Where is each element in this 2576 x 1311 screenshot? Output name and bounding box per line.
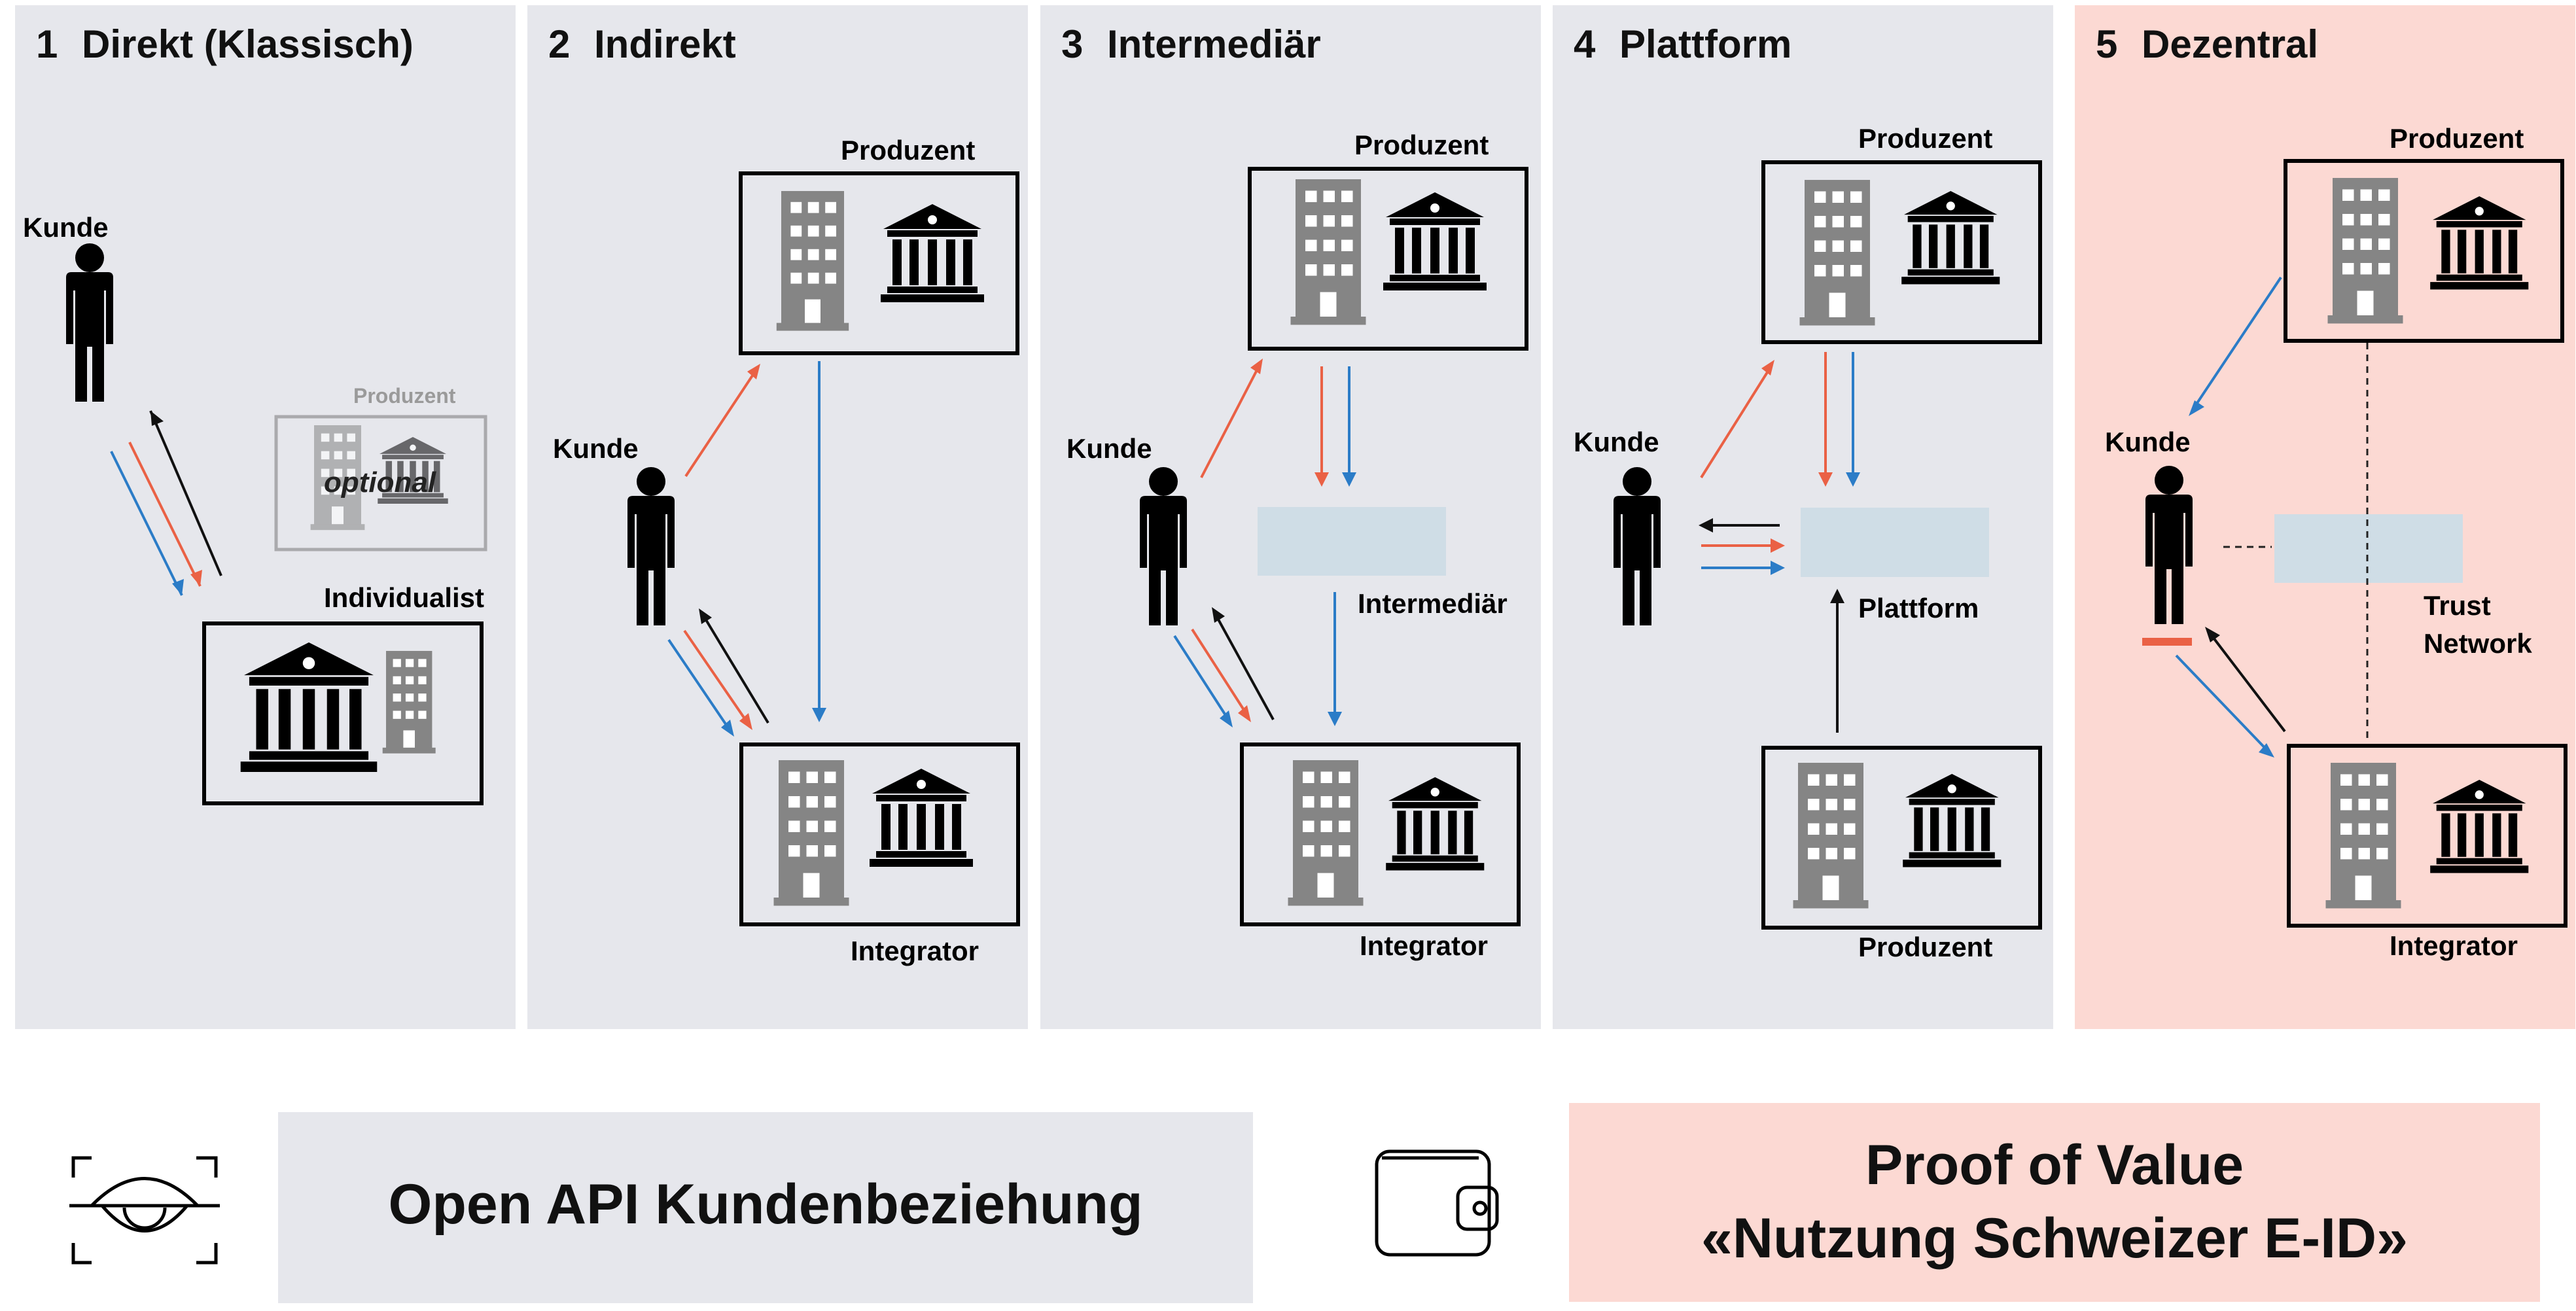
eye-scan-icon bbox=[69, 1156, 220, 1265]
panel-dezentral: 5 Dezentral Produzent Kunde Trust Networ… bbox=[2075, 5, 2575, 1029]
wallet-icon bbox=[1375, 1149, 1499, 1257]
panel-direkt: 1 Direkt (Klassisch) Kunde Produzent opt… bbox=[15, 5, 516, 1029]
integrator-label: Integrator bbox=[2390, 930, 2518, 961]
arrows-decentral bbox=[2175, 276, 2286, 758]
produzent-label-top: Produzent bbox=[1858, 123, 1992, 154]
arrows-indirect bbox=[667, 361, 826, 737]
panel-number: 5 bbox=[2096, 22, 2117, 66]
open-api-label: Open API Kundenbeziehung bbox=[388, 1173, 1142, 1236]
produzent-label: Produzent bbox=[841, 135, 975, 166]
kunde-label: Kunde bbox=[2105, 427, 2191, 457]
optional-produzent-box bbox=[274, 415, 487, 551]
panel-title: Dezentral bbox=[2142, 22, 2318, 66]
produzent-label: Produzent bbox=[353, 384, 456, 408]
panel-title: Plattform bbox=[1619, 22, 1791, 66]
produzent-label-bottom: Produzent bbox=[1858, 932, 1992, 962]
produzent-box-bottom bbox=[1761, 746, 2042, 930]
individualist-box bbox=[202, 621, 484, 805]
arrows-direct bbox=[110, 410, 222, 596]
produzent-label: Produzent bbox=[1354, 130, 1489, 160]
produzent-box bbox=[739, 171, 1019, 355]
office-building-icon bbox=[382, 651, 436, 754]
arrows-intermediary bbox=[1173, 358, 1356, 727]
produzent-box-top bbox=[1761, 160, 2042, 344]
office-building-icon bbox=[1799, 180, 1875, 326]
integrator-box bbox=[739, 743, 1020, 926]
panel-title: Indirekt bbox=[594, 22, 736, 66]
dashed-connectors bbox=[2223, 343, 2369, 743]
produzent-label: Produzent bbox=[2390, 123, 2524, 154]
panel-number: 1 bbox=[36, 22, 58, 66]
panel-number: 3 bbox=[1061, 22, 1083, 66]
e-id-marker bbox=[2142, 638, 2192, 646]
network-label: Network bbox=[2424, 628, 2532, 659]
proof-of-value-subtitle: «Nutzung Schweizer E-ID» bbox=[1701, 1207, 2408, 1270]
optional-label: optional bbox=[324, 466, 436, 498]
panel-plattform: 4 Plattform Produzent Kunde Plattform Pr… bbox=[1553, 5, 2053, 1029]
proof-of-value-section: Proof of Value «Nutzung Schweizer E-ID» bbox=[1375, 1103, 2540, 1302]
office-building-icon bbox=[1288, 760, 1364, 906]
kunde-label: Kunde bbox=[1574, 427, 1659, 457]
proof-of-value-box bbox=[1569, 1103, 2540, 1302]
panel-number: 2 bbox=[548, 22, 570, 66]
office-building-icon bbox=[2327, 178, 2403, 324]
plattform-label: Plattform bbox=[1858, 593, 1979, 623]
produzent-box bbox=[2284, 159, 2564, 343]
integrator-label: Integrator bbox=[1360, 930, 1488, 961]
integrator-box bbox=[2287, 744, 2567, 928]
office-building-icon bbox=[1290, 179, 1366, 325]
panel-background bbox=[527, 5, 1028, 1029]
intermediary-box bbox=[1258, 507, 1446, 576]
panel-indirekt: 2 Indirekt Produzent Kunde Integrator bbox=[527, 5, 1028, 1029]
trust-label: Trust bbox=[2424, 590, 2491, 621]
kunde-label: Kunde bbox=[553, 433, 639, 464]
office-building-icon bbox=[1793, 763, 1869, 909]
panel-number: 4 bbox=[1574, 22, 1596, 66]
proof-of-value-title: Proof of Value bbox=[1865, 1134, 2244, 1197]
open-api-section: Open API Kundenbeziehung bbox=[69, 1112, 1253, 1303]
office-building-icon bbox=[776, 191, 849, 331]
integrator-box bbox=[1240, 743, 1521, 926]
trust-network-box bbox=[2274, 514, 2463, 583]
individualist-label: Individualist bbox=[324, 582, 484, 613]
open-api-box bbox=[278, 1112, 1253, 1303]
integrator-label: Integrator bbox=[851, 935, 979, 966]
platform-box bbox=[1801, 508, 1989, 577]
panel-title: Intermediär bbox=[1107, 22, 1321, 66]
arrows-platform bbox=[1699, 352, 1860, 733]
office-building-icon bbox=[773, 760, 849, 906]
kunde-label: Kunde bbox=[1067, 433, 1152, 464]
produzent-box bbox=[1248, 167, 1528, 351]
panel-title: Direkt (Klassisch) bbox=[82, 22, 414, 66]
intermediaer-label: Intermediär bbox=[1358, 588, 1508, 619]
office-building-icon bbox=[2325, 763, 2401, 909]
kunde-label: Kunde bbox=[23, 212, 109, 243]
panel-intermediaer: 3 Intermediär Produzent Kunde Intermediä… bbox=[1040, 5, 1541, 1029]
